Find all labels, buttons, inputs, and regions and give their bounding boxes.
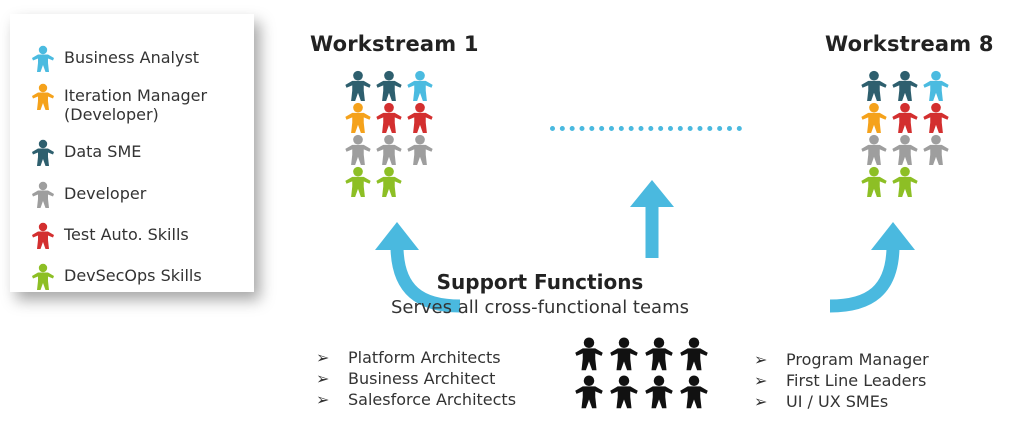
arrowhead-left bbox=[375, 222, 419, 250]
team-member-test_auto bbox=[892, 102, 918, 133]
team-member-iteration_manager bbox=[861, 102, 887, 133]
workstream-1-title: Workstream 1 bbox=[310, 32, 479, 56]
legend-item-data-sme: Data SME bbox=[30, 139, 234, 168]
support-team-icons bbox=[575, 337, 708, 409]
support-person bbox=[680, 337, 708, 371]
workstream-ellipsis-line bbox=[550, 126, 742, 131]
team-member-business_analyst bbox=[407, 70, 433, 101]
legend-label: Data SME bbox=[64, 142, 142, 161]
bullet-arrow-icon: ➢ bbox=[316, 390, 330, 409]
team-member-developer bbox=[345, 134, 371, 165]
support-person bbox=[575, 337, 603, 371]
list-item: ➢Salesforce Architects bbox=[316, 390, 517, 409]
arrowhead-center bbox=[630, 180, 674, 207]
legend-label: Iteration Manager (Developer) bbox=[64, 86, 208, 124]
support-person bbox=[645, 337, 673, 371]
bullet-arrow-icon: ➢ bbox=[754, 371, 768, 390]
person-data_sme bbox=[32, 139, 54, 166]
person-icon bbox=[32, 45, 54, 72]
person-icon bbox=[32, 181, 54, 208]
team-member-test_auto bbox=[923, 102, 949, 133]
team-member-developer bbox=[923, 134, 949, 165]
workstream-8-title: Workstream 8 bbox=[825, 32, 994, 56]
support-right-list: ➢Program Manager ➢First Line Leaders ➢UI… bbox=[754, 349, 929, 412]
support-left-list: ➢Platform Architects ➢Business Architect… bbox=[316, 347, 516, 410]
person-devsecops bbox=[32, 263, 54, 290]
list-item: ➢Business Architect bbox=[316, 369, 496, 388]
team-member-developer bbox=[376, 134, 402, 165]
support-person bbox=[610, 375, 638, 409]
legend-label: DevSecOps Skills bbox=[64, 266, 202, 285]
workstream-1-team bbox=[345, 70, 433, 197]
bullet-arrow-icon: ➢ bbox=[754, 392, 768, 411]
legend-item-developer: Developer bbox=[30, 181, 234, 210]
team-member-developer bbox=[407, 134, 433, 165]
team-member-iteration_manager bbox=[345, 102, 371, 133]
team-member-data_sme bbox=[345, 70, 371, 101]
list-item: ➢First Line Leaders bbox=[754, 371, 927, 390]
legend-label: Developer bbox=[64, 184, 147, 203]
team-member-devsecops bbox=[861, 166, 887, 197]
legend-label: Test Auto. Skills bbox=[64, 225, 189, 244]
legend-item-iteration-manager: Iteration Manager (Developer) bbox=[30, 83, 224, 124]
bullet-arrow-icon: ➢ bbox=[316, 348, 330, 367]
list-item: ➢UI / UX SMEs bbox=[754, 392, 889, 411]
person-icon bbox=[32, 83, 54, 110]
support-functions-subtitle: Serves all cross-functional teams bbox=[390, 297, 689, 318]
arrow-to-workstream-8 bbox=[829, 247, 900, 313]
workstream-8-team bbox=[861, 70, 949, 197]
legend-item-business-analyst: Business Analyst bbox=[30, 45, 234, 74]
support-person bbox=[645, 375, 673, 409]
person-icon bbox=[32, 222, 54, 249]
list-item: ➢Program Manager bbox=[754, 350, 929, 369]
team-member-test_auto bbox=[407, 102, 433, 133]
person-developer bbox=[32, 181, 54, 208]
person-iteration_manager bbox=[32, 83, 54, 110]
team-member-data_sme bbox=[892, 70, 918, 101]
person-icon bbox=[32, 263, 54, 290]
bullet-arrow-icon: ➢ bbox=[754, 350, 768, 369]
legend-item-devsecops: DevSecOps Skills bbox=[30, 263, 234, 292]
team-member-devsecops bbox=[345, 166, 371, 197]
arrowhead-right bbox=[871, 222, 915, 250]
legend-panel: Business Analyst Iteration Manager (Deve… bbox=[10, 14, 254, 292]
person-test_auto bbox=[32, 222, 54, 249]
legend-item-test-auto: Test Auto. Skills bbox=[30, 222, 234, 251]
team-member-business_analyst bbox=[923, 70, 949, 101]
team-member-data_sme bbox=[861, 70, 887, 101]
person-business_analyst bbox=[32, 45, 54, 72]
person-icon bbox=[32, 139, 54, 166]
team-member-developer bbox=[861, 134, 887, 165]
team-member-developer bbox=[892, 134, 918, 165]
team-member-test_auto bbox=[376, 102, 402, 133]
support-person bbox=[575, 375, 603, 409]
legend-label: Business Analyst bbox=[64, 48, 200, 67]
team-member-data_sme bbox=[376, 70, 402, 101]
support-functions-title: Support Functions bbox=[436, 270, 644, 294]
team-member-devsecops bbox=[376, 166, 402, 197]
support-person bbox=[610, 337, 638, 371]
bullet-arrow-icon: ➢ bbox=[316, 369, 330, 388]
list-item: ➢Platform Architects bbox=[316, 348, 501, 367]
support-person bbox=[680, 375, 708, 409]
team-member-devsecops bbox=[892, 166, 918, 197]
